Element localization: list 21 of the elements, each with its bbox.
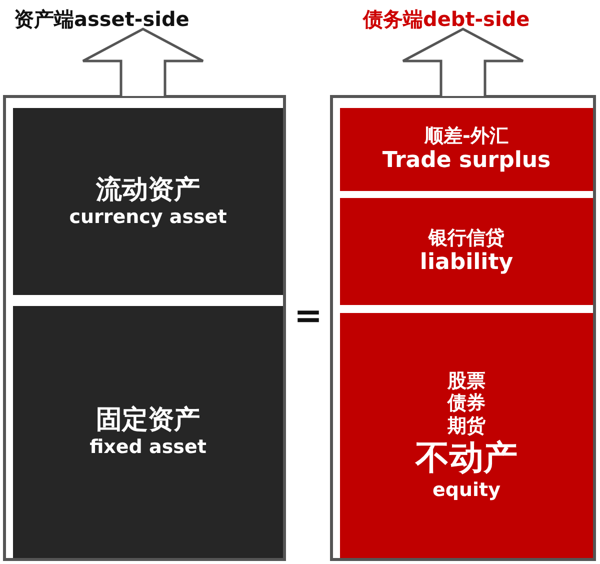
box-text: 不动产	[416, 438, 518, 479]
box-text: 银行信贷	[428, 226, 504, 250]
box-text: 顺差-外汇	[424, 124, 508, 148]
equals-sign: =	[294, 296, 322, 336]
box-text: currency asset	[69, 206, 227, 228]
liability-box	[340, 198, 593, 305]
asset-box	[13, 306, 283, 558]
box-text: 债券	[448, 392, 486, 416]
box-text: equity	[432, 478, 500, 502]
column-heading: 债务端debt-side	[363, 6, 530, 33]
liability-box	[340, 108, 593, 191]
box-text: 固定资产	[96, 405, 200, 436]
box-text: fixed asset	[90, 436, 206, 459]
box-text: Trade surplus	[382, 148, 551, 174]
asset-box	[13, 108, 283, 295]
box-text: liability	[420, 250, 514, 276]
column-heading: 资产端asset-side	[14, 6, 190, 33]
box-text: 流动资产	[96, 174, 200, 206]
box-text: 期货	[448, 415, 486, 438]
liability-box	[340, 313, 593, 558]
box-text: 股票	[448, 370, 486, 392]
